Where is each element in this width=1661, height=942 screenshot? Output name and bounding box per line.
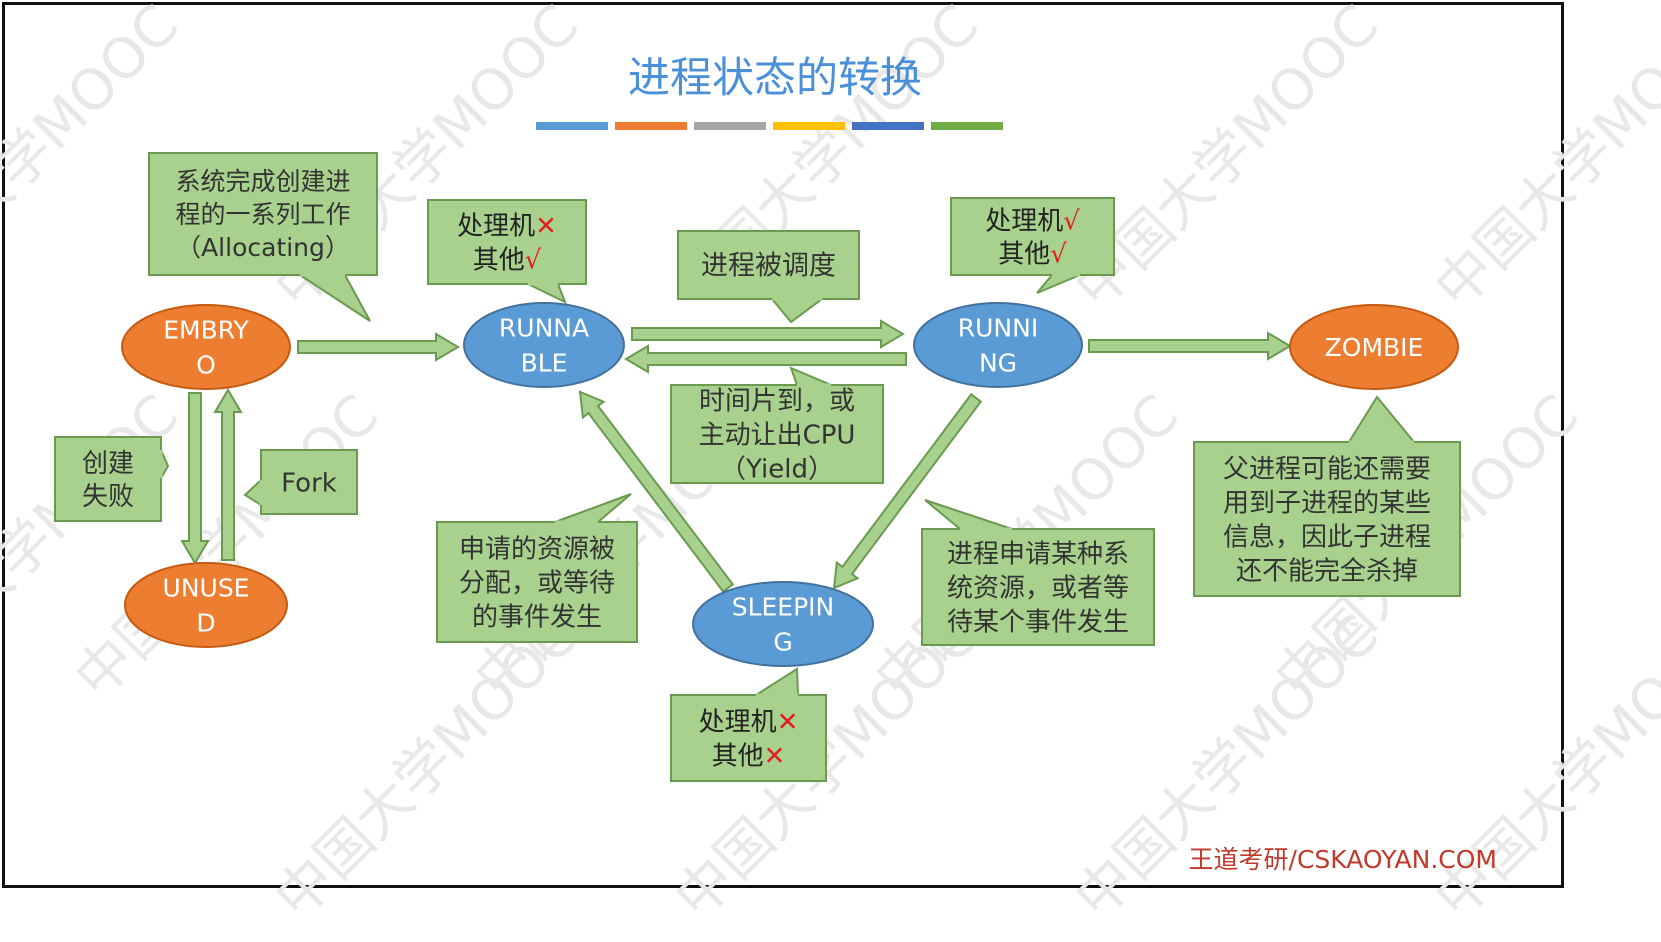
state-label: NG xyxy=(979,349,1017,378)
callout-text: 程的一系列工作 xyxy=(175,200,350,229)
state-zombie: ZOMBIE xyxy=(1289,304,1459,390)
state-label: SLEEPIN xyxy=(732,593,835,622)
callout-text: 处理机✕ xyxy=(457,211,557,241)
watermark-text: 中国大学MOOC xyxy=(263,603,592,932)
state-label: RUNNA xyxy=(499,314,589,343)
state-runnable: RUNNA BLE xyxy=(463,302,625,388)
callout-text: 还不能完全杀掉 xyxy=(1236,556,1418,586)
state-label: UNUSE xyxy=(163,574,250,603)
callout-text: （Allocating） xyxy=(176,233,350,262)
arrow-embryo-to-unused xyxy=(180,392,210,565)
callout-text: 主动让出CPU xyxy=(699,420,856,450)
callout-text: 待某个事件发生 xyxy=(947,607,1129,637)
callout-text: 失败 xyxy=(82,482,134,512)
arrow-running-to-sleeping xyxy=(832,392,983,590)
callout-text: 进程被调度 xyxy=(701,251,836,282)
callout-runnable-resources: 处理机✕ 其他√ xyxy=(427,199,587,305)
callout-text: 系统完成创建进 xyxy=(175,167,350,196)
callout-text: 分配，或等待 xyxy=(459,568,615,598)
transition-arrows xyxy=(180,319,1292,593)
state-embryo: EMBRY O xyxy=(121,304,291,390)
arrow-runnable-to-running xyxy=(631,319,905,349)
callout-text: 创建 xyxy=(82,449,134,479)
state-label: G xyxy=(773,628,792,657)
callout-text: 处理机✕ xyxy=(699,707,799,737)
state-label: O xyxy=(196,351,216,380)
state-running: RUNNI NG xyxy=(913,302,1083,388)
arrow-running-to-runnable xyxy=(624,344,907,374)
callout-text: 进程申请某种系 xyxy=(947,539,1129,569)
callout-text: 用到子进程的某些 xyxy=(1223,488,1431,518)
state-label: ZOMBIE xyxy=(1325,333,1424,362)
callout-text: 申请的资源被 xyxy=(459,534,615,564)
watermark-text: 中国大学MOOC xyxy=(1423,603,1661,932)
accent-bar xyxy=(931,122,1003,130)
callout-fork: Fork xyxy=(243,449,358,515)
callout-text: 其他√ xyxy=(473,245,542,275)
accent-bar xyxy=(852,122,924,130)
accent-bar xyxy=(615,122,687,130)
arrow-unused-to-embryo xyxy=(213,388,243,561)
callout-scheduled: 进程被调度 xyxy=(677,230,860,324)
state-unused: UNUSE D xyxy=(124,562,288,648)
callout-text: 信息，因此子进程 xyxy=(1223,522,1431,552)
callout-text: （Yield） xyxy=(720,454,834,484)
callout-text: 时间片到，或 xyxy=(699,386,855,416)
callout-text: 其他√ xyxy=(998,239,1067,269)
callout-layer: 系统完成创建进程的一系列工作（Allocating）处理机✕其他√进程被调度处理… xyxy=(54,152,1461,782)
callout-text: 父进程可能还需要 xyxy=(1223,454,1431,484)
watermark-text: 中国大学MOOC xyxy=(1063,603,1392,932)
footer-credit: 王道考研/CSKAOYAN.COM xyxy=(1189,845,1497,874)
state-label: BLE xyxy=(521,349,568,378)
state-label: EMBRY xyxy=(163,316,249,345)
callout-text: 统资源，或者等 xyxy=(947,573,1129,603)
arrow-running-to-zombie xyxy=(1088,331,1292,361)
accent-bar xyxy=(536,122,608,130)
callout-running-resources: 处理机√其他√ xyxy=(950,197,1115,294)
callout-text: 其他✕ xyxy=(712,741,786,771)
callout-text: 处理机√ xyxy=(985,206,1080,236)
callout-text: Fork xyxy=(281,468,337,498)
accent-bar xyxy=(694,122,766,130)
arrow-sleeping-to-runnable xyxy=(578,390,735,593)
state-sleeping: SLEEPIN G xyxy=(692,581,874,667)
callout-sleeping-resources: 处理机✕ 其他✕ xyxy=(670,667,827,782)
watermark-text: 中国大学MOOC xyxy=(1423,0,1661,321)
state-layer: EMBRY O UNUSE D RUNNA BLE RUNNI NG SLEEPIN G ZOMBI… xyxy=(121,302,1459,667)
accent-bar xyxy=(773,122,845,130)
callout-text: 的事件发生 xyxy=(472,602,602,632)
state-label: RUNNI xyxy=(958,314,1038,343)
title-accent-bars xyxy=(536,122,1003,130)
arrow-embryo-to-runnable xyxy=(297,332,460,362)
page-title: 进程状态的转换 xyxy=(628,53,922,102)
state-label: D xyxy=(196,609,215,638)
